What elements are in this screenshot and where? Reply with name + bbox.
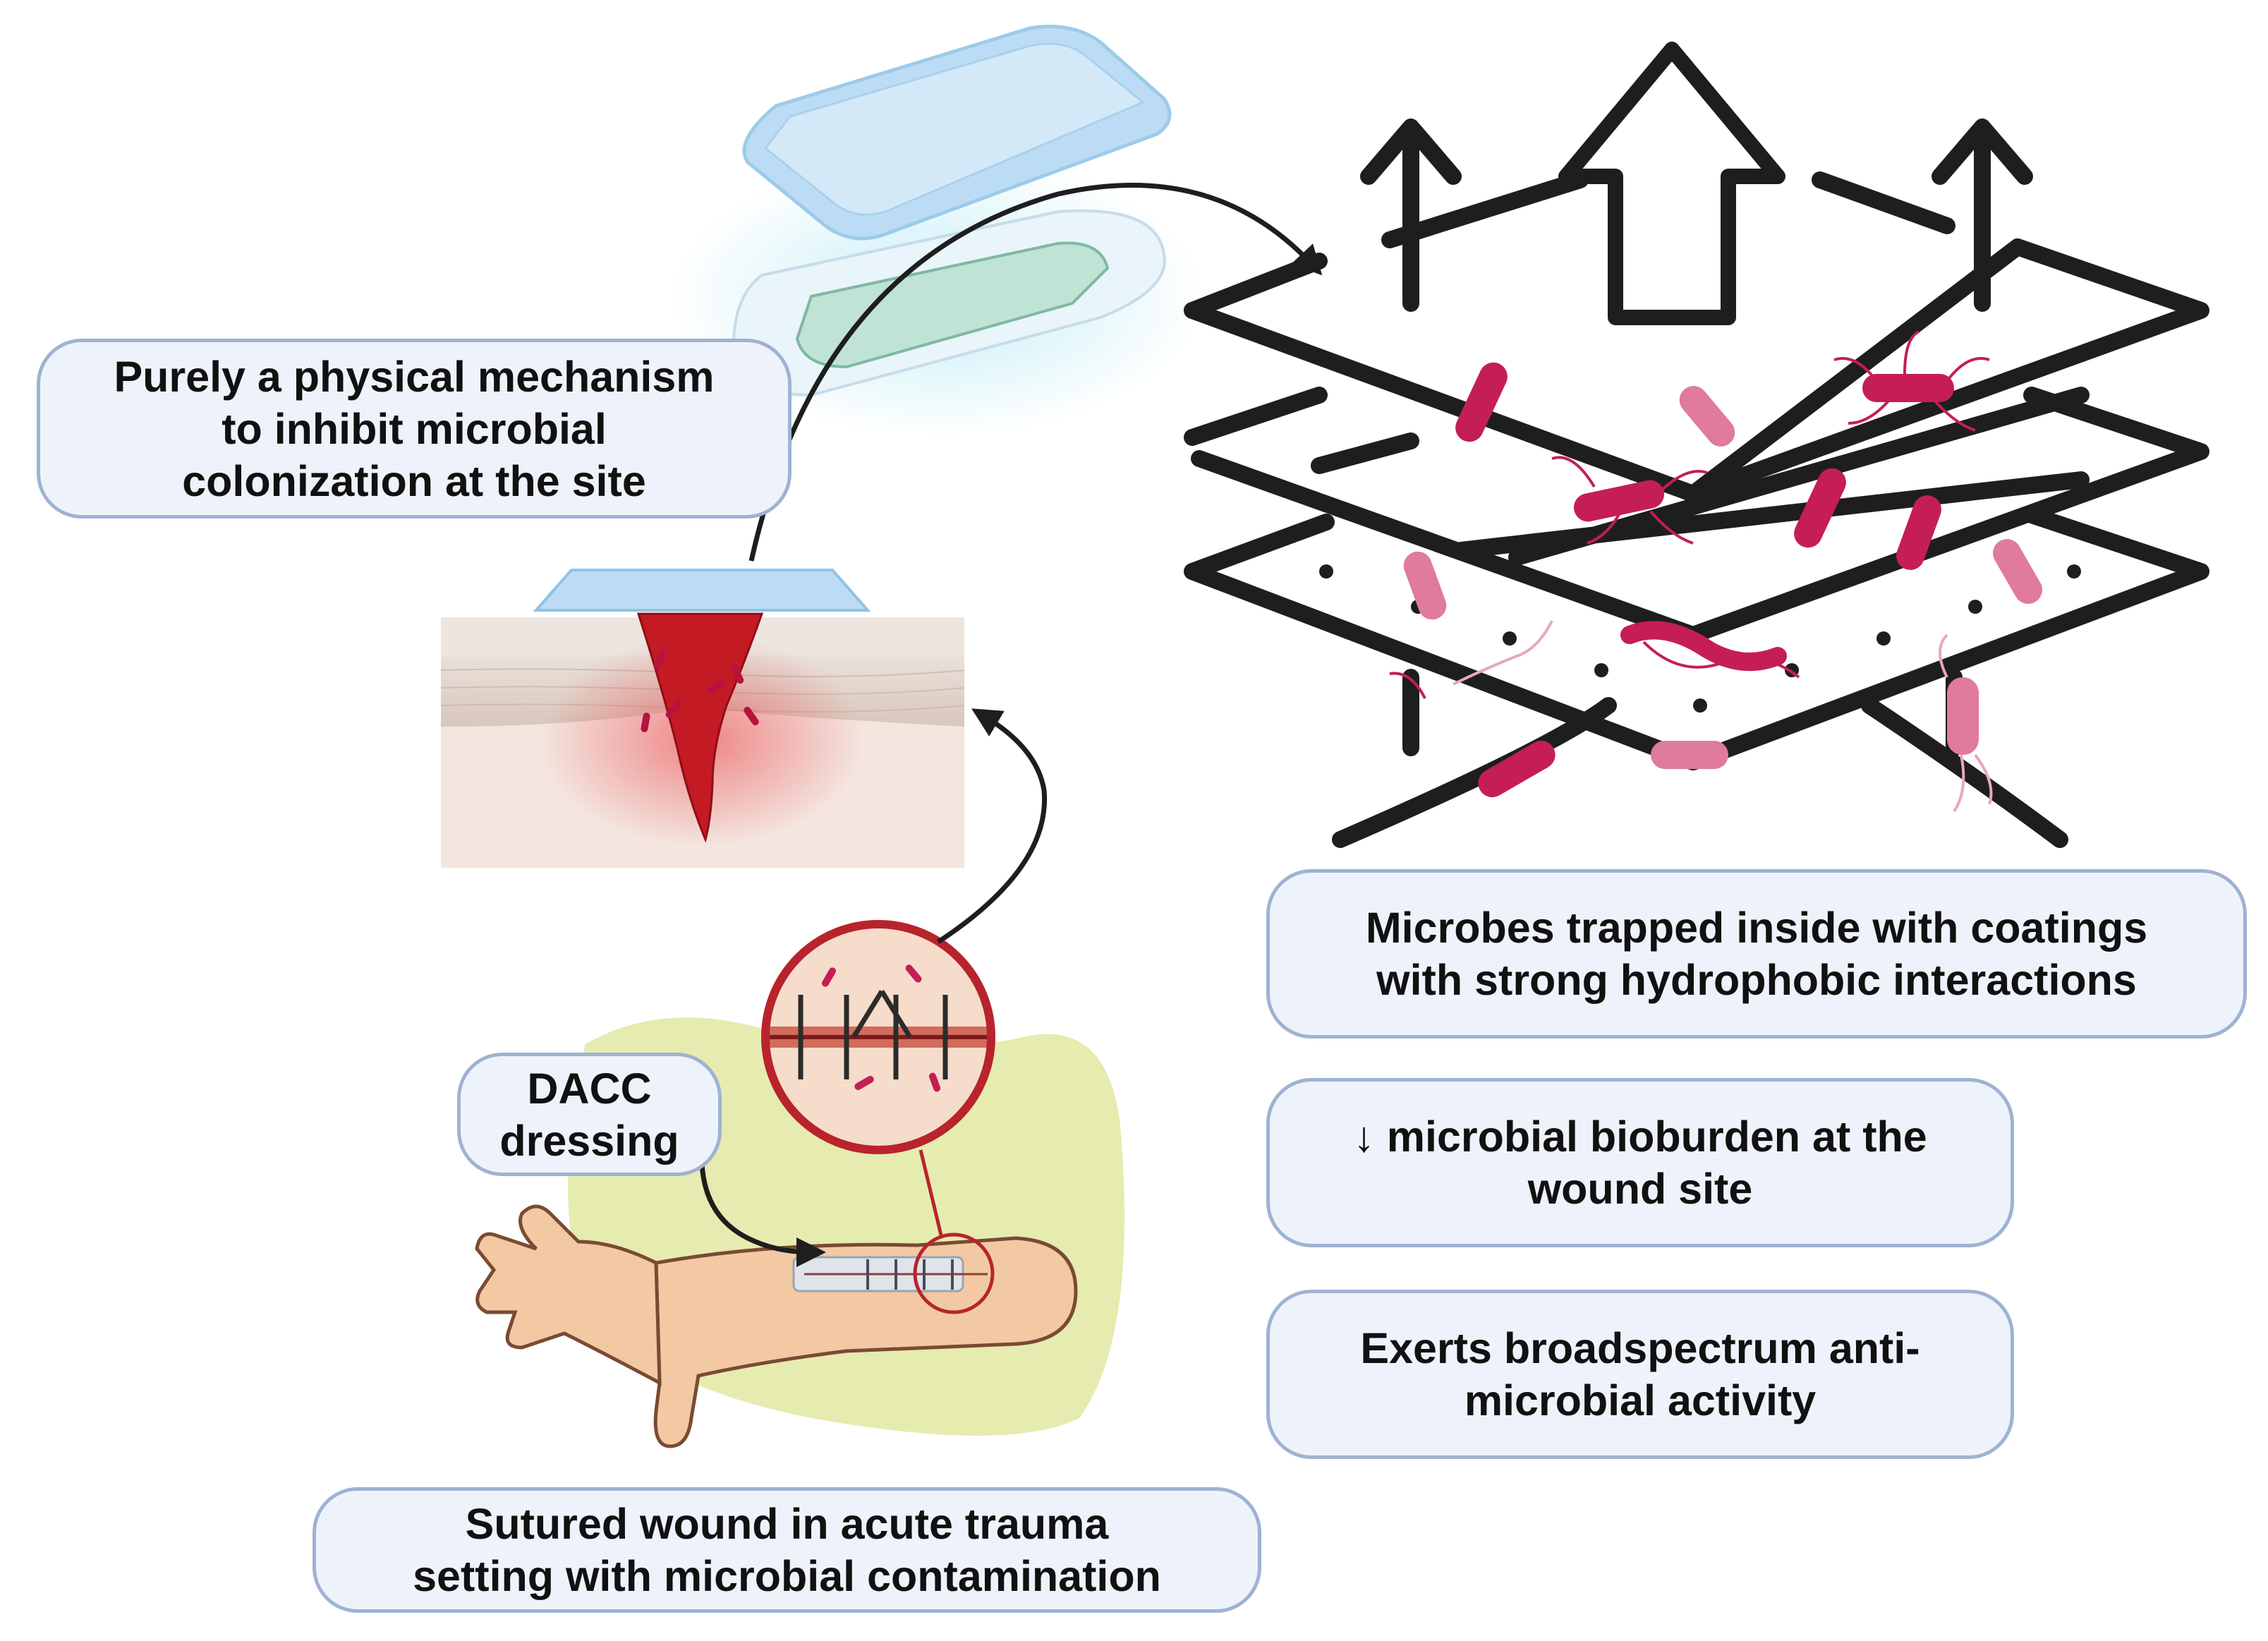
sutured-wound-line-1: Sutured wound in acute trauma [465, 1500, 1109, 1548]
bioburden-line-2: wound site [1527, 1165, 1753, 1213]
callout-bioburden: ↓ microbial bioburden at the wound site [1266, 1078, 2014, 1247]
microbes-trapped-line-2: with strong hydrophobic interactions [1376, 956, 2137, 1004]
dacc-dressing-line-2: dressing [499, 1116, 679, 1165]
callout-sutured-wound: Sutured wound in acute trauma setting wi… [313, 1487, 1261, 1613]
callout-physical-mechanism: Purely a physical mechanism to inhibit m… [37, 339, 792, 519]
physical-mechanism-line-1: Purely a physical mechanism [114, 352, 715, 401]
broadspectrum-line-2: microbial activity [1464, 1376, 1817, 1424]
bioburden-line-1: ↓ microbial bioburden at the [1353, 1113, 1927, 1161]
physical-mechanism-line-2: to inhibit microbial [222, 404, 607, 453]
callout-dacc-dressing: DACC dressing [457, 1053, 722, 1176]
microbes-trapped-line-1: Microbes trapped inside with coatings [1365, 904, 2148, 952]
callout-broadspectrum: Exerts broadspectrum anti- microbial act… [1266, 1290, 2014, 1459]
physical-mechanism-line-3: colonization at the site [182, 456, 646, 505]
broadspectrum-line-1: Exerts broadspectrum anti- [1360, 1324, 1920, 1372]
callout-microbes-trapped: Microbes trapped inside with coatings wi… [1266, 869, 2247, 1039]
dacc-dressing-line-1: DACC [527, 1064, 652, 1113]
mesh-dots [1319, 564, 2081, 713]
trapped-microbes [1389, 330, 2042, 813]
dacc-fiber-mesh [1184, 119, 2209, 848]
sutured-wound-line-2: setting with microbial contamination [413, 1552, 1161, 1600]
connector-arrows [699, 183, 1323, 1267]
suture-zoom-circle [761, 920, 995, 1154]
outflow-arrow [1558, 42, 1785, 325]
skin-cross-section [440, 569, 965, 868]
